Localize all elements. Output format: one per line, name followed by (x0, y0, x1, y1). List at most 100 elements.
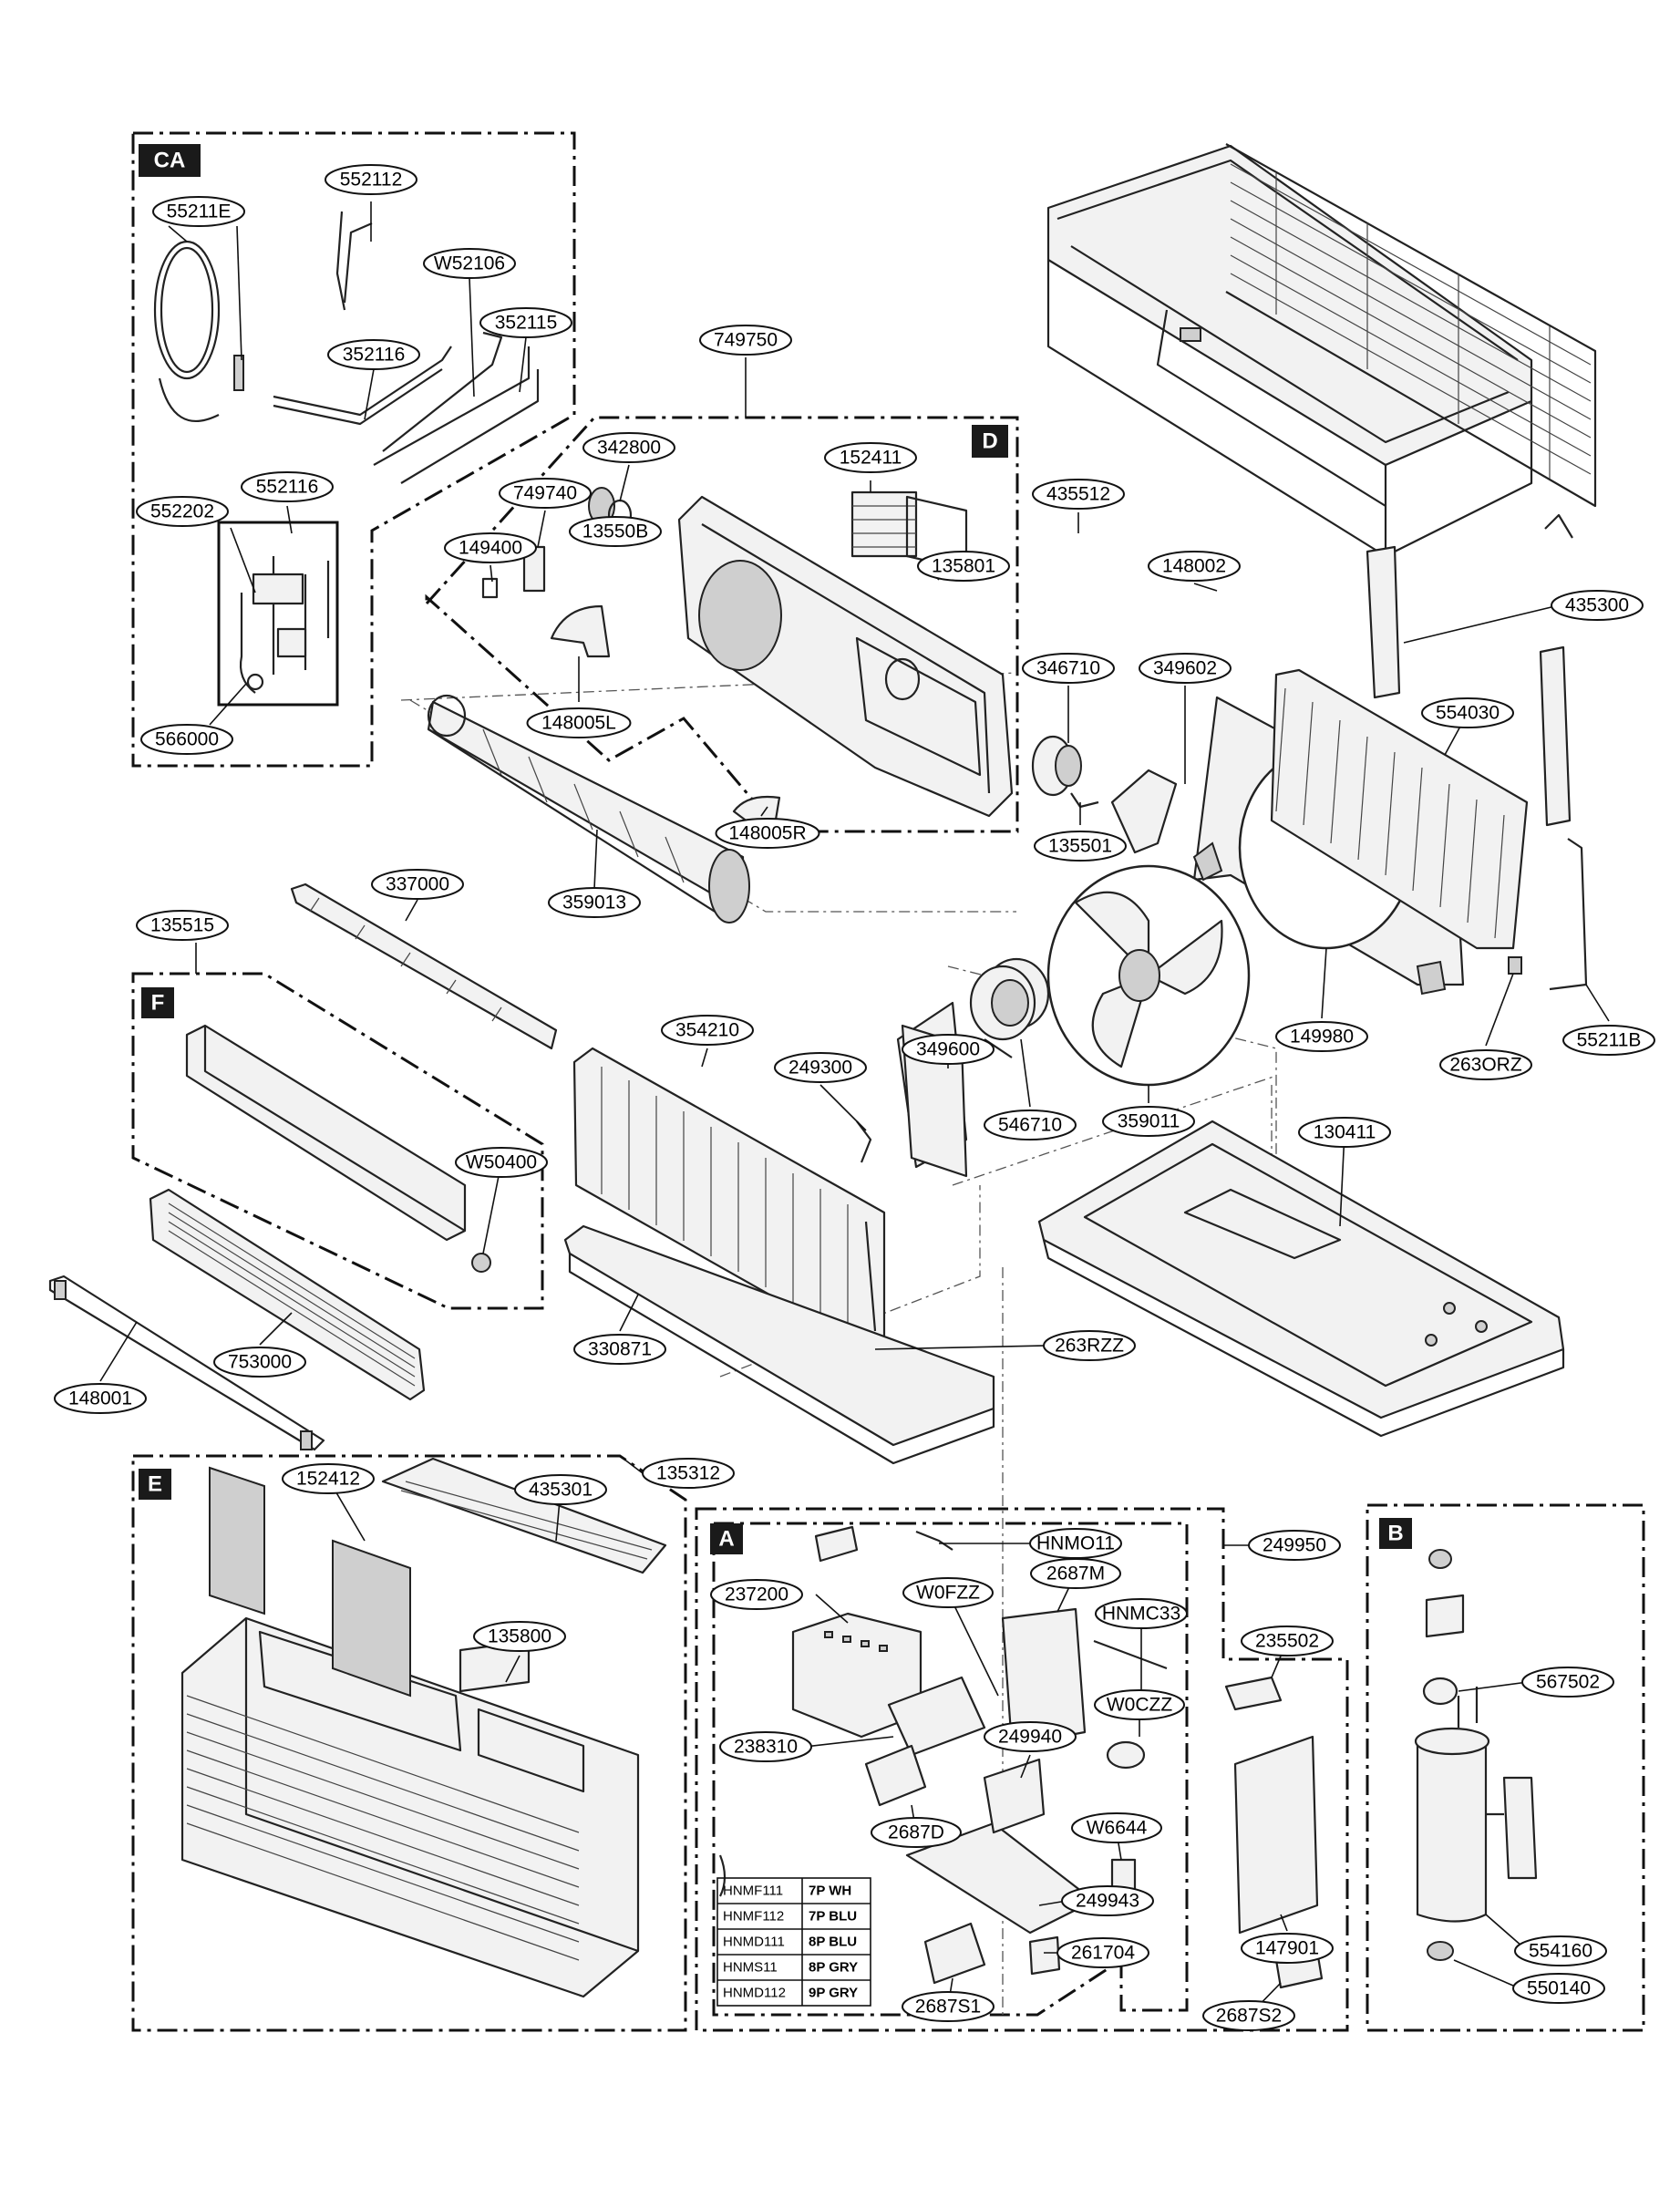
callout-249950: 249950 (1248, 1530, 1341, 1561)
callout-oval (569, 516, 662, 547)
callout-label: 2687M (1046, 1564, 1105, 1584)
callout-2687S2: 2687S2 (1202, 2000, 1295, 2031)
callout-435301: 435301 (514, 1474, 607, 1505)
callout-552112: 552112 (325, 164, 417, 195)
callout-oval (902, 1991, 995, 2022)
callout-oval (479, 307, 572, 338)
callout-label: W50400 (466, 1152, 537, 1173)
callout-label: 249943 (1076, 1891, 1139, 1912)
section-label-B: B (1379, 1518, 1412, 1549)
callout-label: 149400 (459, 538, 522, 559)
callout-354210: 354210 (661, 1015, 754, 1046)
callout-label: 13550B (582, 521, 648, 542)
callout-label: 552116 (256, 477, 319, 498)
callout-label: 249940 (998, 1727, 1062, 1748)
callout-oval (871, 1817, 962, 1848)
callout-130411: 130411 (1298, 1117, 1391, 1148)
callout-567502: 567502 (1521, 1667, 1614, 1698)
harness-spec: 7P BLU (809, 1909, 857, 1925)
callout-label: 130411 (1314, 1122, 1376, 1143)
callout-oval (444, 532, 537, 563)
callout-label: 2687D (888, 1822, 944, 1843)
callout-oval (548, 887, 641, 918)
callout-135801: 135801 (917, 551, 1010, 582)
callout-label: 749740 (513, 483, 577, 504)
callout-oval (54, 1383, 147, 1414)
heater-assembly (149, 1188, 426, 1401)
callout-oval (984, 1109, 1077, 1140)
callout-148002: 148002 (1148, 551, 1241, 582)
callout-148001: 148001 (54, 1383, 147, 1414)
callout-oval (1071, 1812, 1162, 1843)
section-label-A: A (710, 1523, 743, 1554)
callout-label: 749750 (714, 330, 778, 351)
callout-label: 235502 (1255, 1631, 1319, 1652)
callout-oval (1421, 697, 1514, 728)
callout-label: 337000 (386, 874, 449, 895)
callout-263ORZ: 263ORZ (1439, 1049, 1532, 1080)
callout-135800: 135800 (473, 1621, 566, 1652)
callout-label: 148001 (68, 1388, 132, 1409)
callout-label: 135801 (932, 556, 995, 577)
callout-oval (1056, 1937, 1149, 1968)
callout-label: 554030 (1436, 703, 1500, 724)
harness-code: HNMD111 (723, 1935, 785, 1950)
harness-spec: 9P GRY (809, 1986, 858, 2001)
callout-55211B: 55211B (1562, 1025, 1655, 1056)
callout-oval (1562, 1025, 1655, 1056)
callout-346710: 346710 (1022, 653, 1115, 684)
callout-238310: 238310 (719, 1731, 812, 1762)
callout-149400: 149400 (444, 532, 537, 563)
callout-W0CZZ: W0CZZ (1094, 1689, 1185, 1720)
callout-label: 435512 (1046, 484, 1110, 505)
callout-label: W0CZZ (1107, 1695, 1172, 1716)
callout-249943: 249943 (1061, 1885, 1154, 1916)
callout-label: 149980 (1290, 1027, 1354, 1048)
callout-oval (325, 164, 417, 195)
cabinet-sleeve (1046, 143, 1597, 558)
callout-label: 249950 (1263, 1535, 1326, 1556)
callout-oval (152, 196, 245, 227)
callout-oval (282, 1463, 375, 1494)
callout-W50400: W50400 (455, 1147, 548, 1178)
main-pcb (1001, 1607, 1168, 1770)
callout-label: 354210 (675, 1020, 739, 1041)
callout-oval (917, 551, 1010, 582)
indoor-coil (572, 1047, 886, 1351)
callout-label: 249300 (788, 1058, 852, 1079)
base-pan (1037, 1120, 1565, 1438)
callout-label: 263RZZ (1055, 1336, 1124, 1357)
drain-pan (563, 1224, 995, 1465)
callout-135501: 135501 (1034, 831, 1127, 862)
callout-249940: 249940 (984, 1721, 1077, 1752)
callout-oval (642, 1458, 735, 1489)
section-label-F: F (141, 987, 174, 1018)
callout-152411: 152411 (824, 442, 917, 473)
section-label-D: D (972, 425, 1008, 458)
callout-554030: 554030 (1421, 697, 1514, 728)
callout-W52106: W52106 (423, 248, 516, 279)
harness-spec: 8P BLU (809, 1935, 857, 1950)
callout-oval (1248, 1530, 1341, 1561)
callout-oval (1139, 653, 1232, 684)
mounting-rail (48, 1275, 325, 1451)
callout-oval (1022, 653, 1115, 684)
callout-2687D: 2687D (871, 1817, 962, 1848)
callout-oval (1032, 479, 1125, 510)
callout-label: HNMO11 (1036, 1533, 1115, 1554)
callout-label: W6644 (1087, 1818, 1148, 1839)
reversing-valve (239, 556, 330, 694)
callout-148005L: 148005L (526, 707, 632, 738)
callout-349602: 349602 (1139, 653, 1232, 684)
callout-label: 135515 (150, 915, 214, 936)
callout-oval (1034, 831, 1127, 862)
callout-label: 342800 (597, 438, 661, 459)
callout-label: 552112 (340, 170, 403, 191)
callout-oval (499, 478, 592, 509)
callout-label: 359011 (1118, 1111, 1180, 1132)
callout-oval (1514, 1935, 1607, 1966)
callout-oval (1241, 1626, 1334, 1656)
indoor-blower-housing (677, 490, 1014, 818)
callout-oval (1241, 1933, 1334, 1964)
callout-2687M: 2687M (1030, 1558, 1121, 1589)
